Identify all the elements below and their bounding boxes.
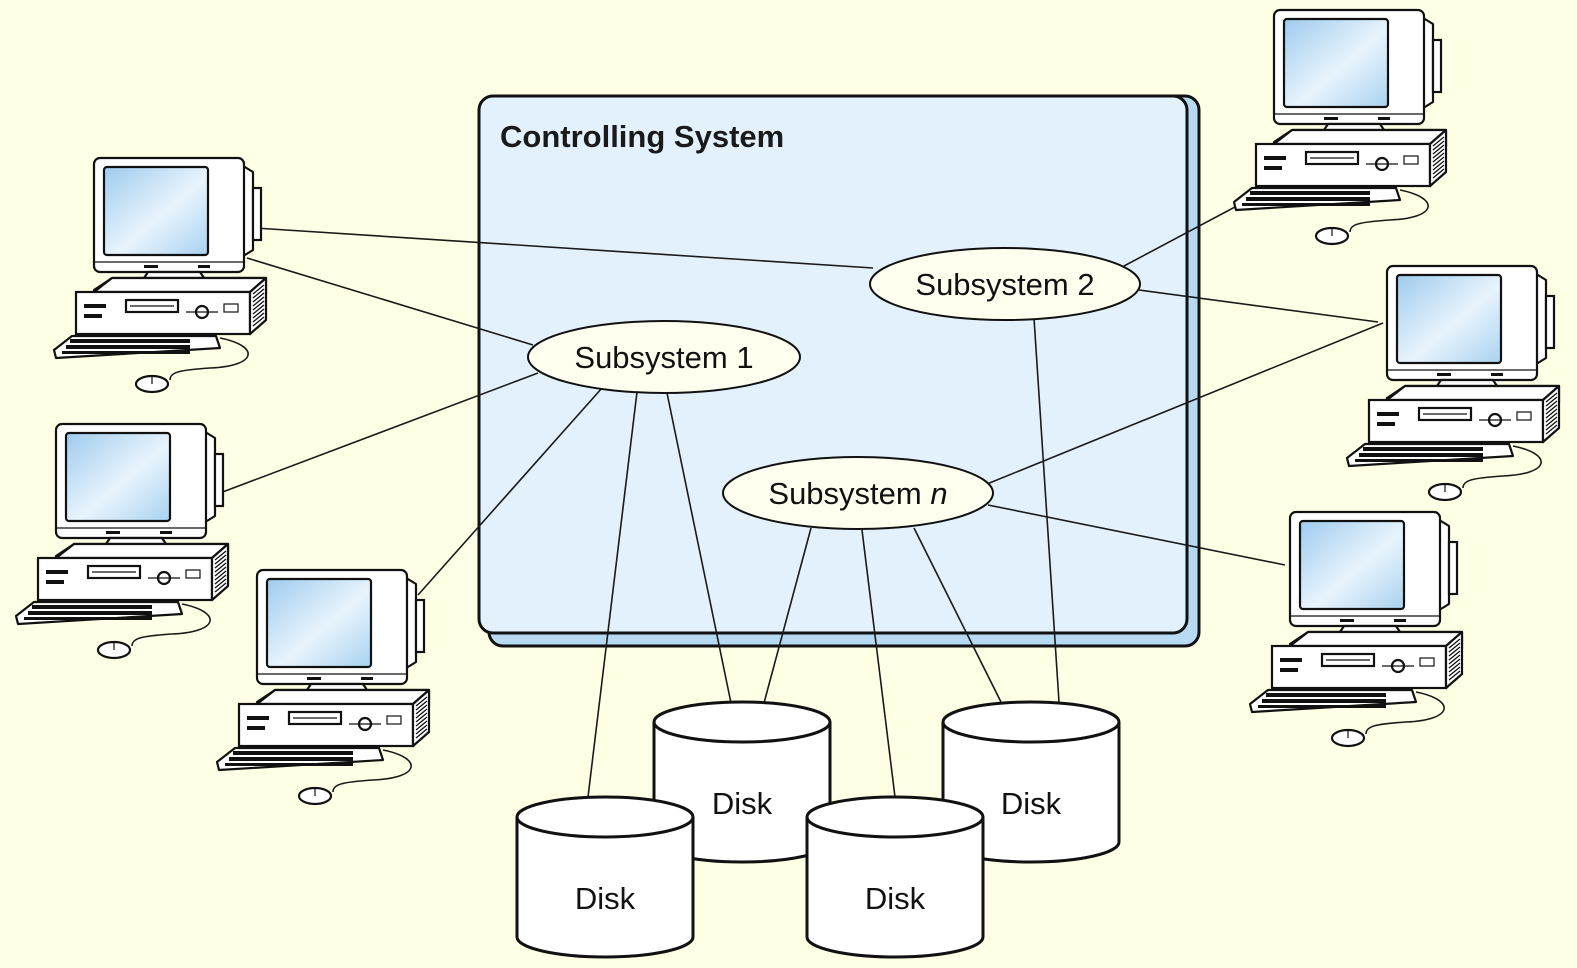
subsystem-1-label: Subsystem xyxy=(574,340,736,375)
subsystem-2-number: 2 xyxy=(1077,267,1094,302)
disk-1-label: Disk xyxy=(575,881,636,916)
disk-4: Disk xyxy=(941,700,1121,864)
link-subsystem-1-disk-2 xyxy=(666,392,732,704)
subsystem-1-number: 1 xyxy=(736,340,753,375)
subsystem-n-number: n xyxy=(930,476,947,511)
subsystem-2-label: Subsystem xyxy=(915,267,1077,302)
link-subsystem-2-pc5 xyxy=(1138,289,1379,323)
link-pc1-subsystem-2 xyxy=(254,227,874,269)
subsystem-2-node: Subsystem 2 xyxy=(869,247,1141,321)
disk-1: Disk xyxy=(515,795,695,959)
svg-text:Subsystem n: Subsystem n xyxy=(768,476,947,511)
subsystem-n-label: Subsystem xyxy=(768,476,930,511)
link-subsystem-n-pc5 xyxy=(986,322,1384,485)
desktop-computer-icon xyxy=(52,156,268,394)
disk-2-label: Disk xyxy=(712,786,773,821)
desktop-computer-icon xyxy=(1232,8,1448,246)
disk-3-label: Disk xyxy=(865,881,926,916)
link-subsystem-n-pc6 xyxy=(987,504,1286,566)
disk-4-label: Disk xyxy=(1001,786,1062,821)
svg-text:Subsystem 2: Subsystem 2 xyxy=(915,267,1094,302)
link-pc3-subsystem-1 xyxy=(417,387,603,596)
desktop-computer-icon xyxy=(14,422,230,660)
connections xyxy=(219,182,1384,798)
disk-2: Disk xyxy=(652,700,832,864)
desktop-computer-icon xyxy=(1248,510,1464,748)
link-subsystem-n-disk-2 xyxy=(763,527,812,704)
controlling-system-box xyxy=(477,94,1189,635)
subsystem-1-node: Subsystem 1 xyxy=(527,320,801,394)
desktop-computer-icon xyxy=(215,568,431,806)
link-subsystem-2-disk-4 xyxy=(1033,317,1060,703)
desktop-computer-icon xyxy=(1345,264,1561,502)
link-pc1-subsystem-1 xyxy=(246,257,534,346)
controlling-system-title: Controlling System xyxy=(500,119,784,154)
link-pc2-subsystem-1 xyxy=(219,372,539,494)
subsystem-n-node: Subsystem n xyxy=(722,456,994,530)
disk-3: Disk xyxy=(805,795,985,959)
link-subsystem-1-disk-1 xyxy=(587,391,638,798)
link-subsystem-n-disk-3 xyxy=(861,529,896,798)
svg-text:Subsystem 1: Subsystem 1 xyxy=(574,340,753,375)
link-subsystem-n-disk-4 xyxy=(913,527,1002,703)
